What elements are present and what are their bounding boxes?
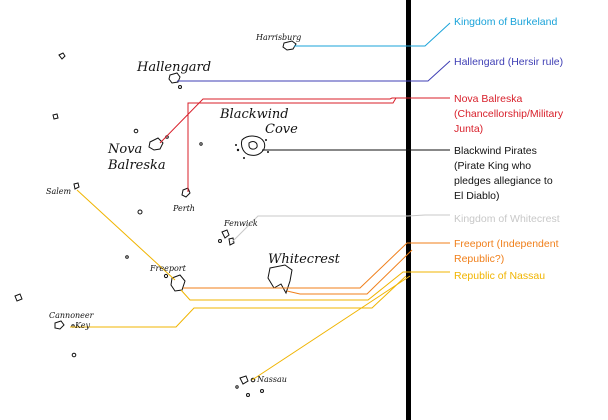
legend-blackwind-line-1: Blackwind Pirates: [454, 145, 537, 157]
label-nova: Nova: [107, 142, 142, 157]
label-cannoneer: Cannoneer: [49, 311, 95, 320]
label-harrisburg: Harrisburg: [255, 33, 301, 42]
legend-whitecrest-line-1: Kingdom of Whitecrest: [454, 213, 560, 225]
whitecrest-island: [267, 264, 293, 295]
label-whitecrest: Whitecrest: [268, 252, 341, 267]
legend-burkeland-line-1: Kingdom of Burkeland: [454, 16, 557, 28]
legend-blackwind-line-2: (Pirate King who: [454, 160, 531, 172]
legend-freeport-line-2: Republic?): [454, 253, 504, 265]
legend-burkeland: Kingdom of Burkeland: [454, 16, 557, 28]
legend-freeport-line-1: Freeport (Independent: [454, 238, 559, 250]
leader-nova-balreska: [159, 97, 450, 144]
legend-freeport: Freeport (Independent Republic?): [454, 238, 559, 265]
perth-island: [181, 187, 191, 198]
harrisburg-island: [282, 40, 297, 51]
islands: [14, 40, 297, 397]
label-perth: Perth: [172, 204, 195, 213]
legend-nassau: Republic of Nassau: [454, 270, 545, 282]
label-balreska: Balreska: [107, 158, 166, 173]
nova-balreska-island: [148, 137, 164, 151]
legend-whitecrest: Kingdom of Whitecrest: [454, 213, 560, 225]
label-salem: Salem: [46, 187, 72, 196]
islet-w: [52, 113, 59, 120]
leader-nassau-cannoneer: [70, 275, 407, 328]
legend-blackwind-line-4: El Diablo): [454, 190, 500, 202]
leader-lines: [70, 22, 451, 381]
legend-blackwind-line-3: pledges allegiance to: [454, 175, 553, 187]
legend-nova-line-1: Nova Balreska: [454, 93, 522, 105]
label-fenwick: Fenwick: [223, 219, 258, 228]
label-freeport: Freeport: [149, 264, 187, 273]
label-nassau: Nassau: [256, 375, 287, 384]
legend-blackwind: Blackwind Pirates (Pirate King who pledg…: [454, 145, 553, 202]
leader-freeport: [183, 242, 450, 289]
leader-whitecrest-freeport: [286, 249, 413, 295]
legend-nova-line-3: Junta): [454, 123, 483, 135]
islet-sw: [14, 293, 23, 302]
leader-whitecrest: [231, 214, 450, 243]
legend-hallengard: Hallengard (Hersir rule): [454, 56, 563, 68]
fenwick-island: [221, 229, 230, 239]
leader-nassau-nassau: [251, 275, 411, 381]
leader-nova-balreska-b: [187, 97, 397, 192]
label-cove: Cove: [265, 122, 298, 137]
leader-nassau-salem: [76, 189, 176, 281]
cannoneer-key-island: [54, 320, 65, 330]
place-labels: Harrisburg Hallengard Blackwind Cove Nov…: [46, 33, 341, 384]
leader-hallengard: [177, 60, 451, 82]
legend-nova-line-2: (Chancellorship/Military: [454, 108, 564, 120]
legend-nassau-line-1: Republic of Nassau: [454, 270, 545, 282]
label-key: Key: [74, 321, 90, 330]
leader-nassau-freeport: [180, 271, 450, 301]
freeport-island: [170, 274, 186, 292]
label-hallengard: Hallengard: [136, 60, 211, 75]
legend-nova-balreska: Nova Balreska (Chancellorship/Military J…: [454, 93, 564, 135]
nassau-island: [239, 375, 249, 385]
legend-hallengard-line-1: Hallengard (Hersir rule): [454, 56, 563, 68]
map-divider: [406, 0, 411, 420]
label-blackwind: Blackwind: [219, 107, 289, 122]
salem-island: [73, 182, 80, 190]
legend: Kingdom of Burkeland Hallengard (Hersir …: [454, 16, 564, 282]
islet-nw: [58, 52, 66, 60]
leader-burkeland: [294, 22, 451, 47]
